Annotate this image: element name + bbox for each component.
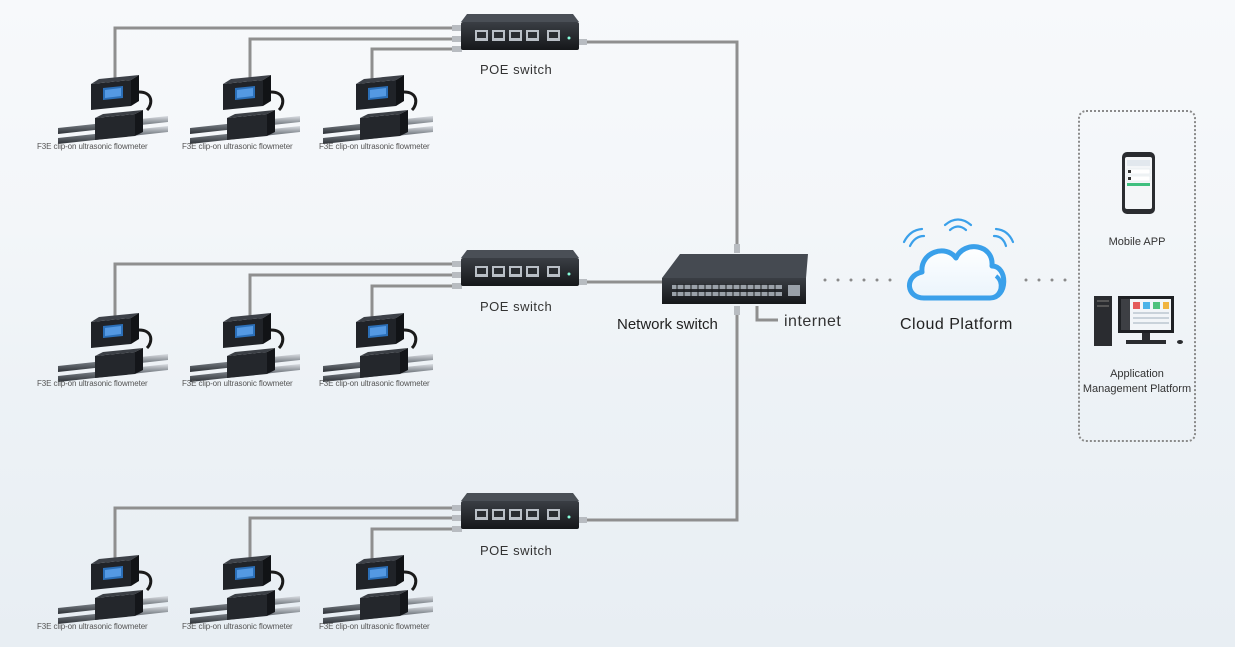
poe-switch-label: POE switch — [480, 299, 553, 314]
cloud-platform-label: Cloud Platform — [900, 316, 1013, 333]
flowmeter-label: F3E clip-on ultrasonic flowmeter — [182, 622, 293, 631]
flowmeter-device — [321, 73, 435, 146]
flowmeter-device — [188, 553, 302, 626]
cables — [113, 26, 778, 568]
internet-label: internet — [784, 313, 842, 330]
flowmeter-label: F3E clip-on ultrasonic flowmeter — [319, 142, 430, 151]
flowmeter-device — [56, 73, 170, 146]
flowmeter-device — [321, 311, 435, 384]
flowmeter-label: F3E clip-on ultrasonic flowmeter — [182, 142, 293, 151]
flowmeter-label: F3E clip-on ultrasonic flowmeter — [319, 622, 430, 631]
flowmeter-device — [56, 553, 170, 626]
network-switch-label: Network switch — [617, 316, 718, 333]
flowmeter-device — [56, 311, 170, 384]
flowmeter-label: F3E clip-on ultrasonic flowmeter — [37, 379, 148, 388]
poe-switch-3 — [461, 493, 579, 529]
flowmeter-label: F3E clip-on ultrasonic flowmeter — [319, 379, 430, 388]
phone-icon — [1122, 152, 1155, 214]
poe-switch-1 — [461, 14, 579, 50]
desktop-computer-icon — [1094, 296, 1183, 346]
poe-switch-2 — [461, 250, 579, 286]
flowmeter-group-3 — [56, 553, 435, 626]
flowmeter-group-1 — [56, 73, 435, 146]
flowmeter-device — [321, 553, 435, 626]
application-platform-label: Application Management Platform — [1082, 368, 1192, 395]
flowmeter-group-2 — [56, 311, 435, 384]
dotted-links — [823, 278, 1067, 282]
network-switch-device — [662, 254, 808, 304]
flowmeter-device — [188, 73, 302, 146]
client-platform-box — [1078, 110, 1196, 442]
wifi-icon — [902, 218, 1015, 248]
flowmeter-device — [188, 311, 302, 384]
flowmeter-label: F3E clip-on ultrasonic flowmeter — [37, 142, 148, 151]
cloud-icon — [907, 244, 1007, 301]
flowmeter-label: F3E clip-on ultrasonic flowmeter — [37, 622, 148, 631]
flowmeter-label: F3E clip-on ultrasonic flowmeter — [182, 379, 293, 388]
poe-switch-label: POE switch — [480, 543, 553, 558]
mobile-app-label: Mobile APP — [1108, 236, 1166, 248]
poe-switch-label: POE switch — [480, 62, 553, 77]
